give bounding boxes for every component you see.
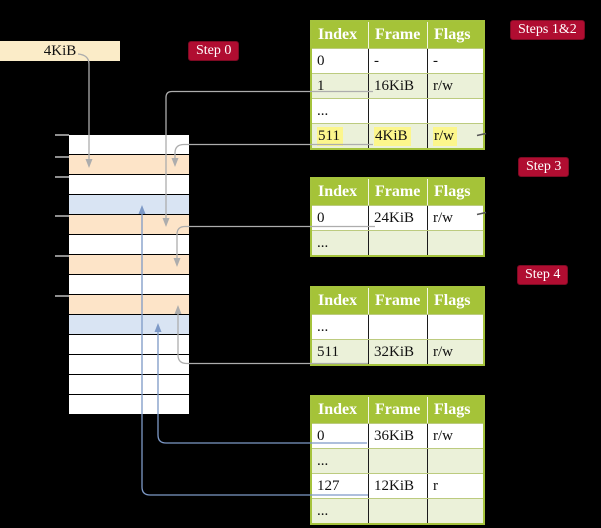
- table-row: 511 4KiB r/w: [312, 123, 483, 148]
- table-cell: 127: [317, 478, 340, 494]
- table-row: 0 --: [312, 48, 483, 73]
- column-header-frame: Frame: [368, 22, 427, 48]
- step-0-label: Step 0: [188, 41, 240, 61]
- physical-memory-column: [69, 135, 189, 415]
- column-header-frame: Frame: [368, 179, 427, 205]
- frame-4kib-box: 4KiB: [0, 41, 120, 61]
- table-cell: 12KiB: [368, 474, 427, 498]
- memory-frame-row-white: [69, 235, 189, 255]
- table-cell: ...: [317, 319, 329, 335]
- table-cell: -: [368, 49, 427, 73]
- table-cell: [368, 231, 427, 255]
- table-cell: [427, 499, 480, 523]
- table-cell: ...: [317, 103, 329, 119]
- table-cell: -: [427, 49, 480, 73]
- memory-frame-row-peach: [69, 155, 189, 175]
- table-cell: 24KiB: [368, 206, 427, 230]
- step-3-label: Step 3: [518, 157, 570, 177]
- column-header-frame: Frame: [368, 397, 427, 423]
- column-header-flags: Flags: [427, 22, 480, 48]
- table-cell: r/w: [427, 424, 480, 448]
- table-cell: r: [427, 474, 480, 498]
- table-row: ...: [312, 230, 483, 255]
- memory-tick-4kib: [55, 156, 69, 158]
- memory-tick-0kib: [55, 134, 69, 136]
- memory-frame-row-white: [69, 395, 189, 415]
- column-header-frame: Frame: [368, 288, 427, 314]
- table-cell: [368, 499, 427, 523]
- table-cell: 0: [317, 53, 325, 69]
- column-header-index: Index: [318, 401, 358, 418]
- table-cell: 32KiB: [368, 340, 427, 364]
- column-header-flags: Flags: [427, 288, 480, 314]
- memory-tick-32kib: [55, 295, 69, 297]
- table-cell: 1: [317, 78, 325, 94]
- table-cell: r/w: [427, 206, 480, 230]
- table-cell: 16KiB: [368, 74, 427, 98]
- table-cell: [368, 315, 427, 339]
- highlighted-entry-text: r/w: [433, 127, 457, 146]
- column-header-index: Index: [318, 183, 358, 200]
- memory-tick-24kib: [55, 255, 69, 257]
- table-row: ...: [312, 448, 483, 473]
- steps-1-2-label: Steps 1&2: [510, 20, 585, 40]
- memory-frame-row-white: [69, 335, 189, 355]
- table-cell: 0: [317, 428, 325, 444]
- table-row: ...: [312, 314, 483, 339]
- table-cell: r/w: [427, 340, 480, 364]
- memory-frame-row-peach: [69, 295, 189, 315]
- table-cell: r/w: [427, 124, 480, 148]
- memory-frame-row-blue: [69, 195, 189, 215]
- column-header-flags: Flags: [427, 179, 480, 205]
- memory-frame-row-peach: [69, 255, 189, 275]
- memory-frame-row-white: [69, 275, 189, 295]
- table-cell: [368, 99, 427, 123]
- table-cell: ...: [317, 235, 329, 251]
- table-cell: 511: [312, 124, 368, 148]
- table-cell: ...: [317, 503, 329, 519]
- memory-tick-8kib: [55, 176, 69, 178]
- table-cell: ...: [317, 453, 329, 469]
- table-row: ...: [312, 498, 483, 523]
- column-header-flags: Flags: [427, 397, 480, 423]
- memory-frame-row-peach: [69, 215, 189, 235]
- highlighted-entry-text: 4KiB: [374, 127, 411, 146]
- table-cell: [427, 315, 480, 339]
- table-cell: 511: [317, 344, 339, 360]
- table-row: ...: [312, 98, 483, 123]
- table-cell: 4KiB: [368, 124, 427, 148]
- table-cell: 36KiB: [368, 424, 427, 448]
- memory-frame-row-blue: [69, 315, 189, 335]
- table-cell: [368, 449, 427, 473]
- table-cell: 0: [317, 210, 325, 226]
- table-cell: [427, 449, 480, 473]
- memory-tick-16kib: [55, 215, 69, 217]
- table-cell: [427, 231, 480, 255]
- memory-frame-row-white: [69, 175, 189, 195]
- memory-frame-row-white: [69, 355, 189, 375]
- memory-frame-row-white: [69, 375, 189, 395]
- column-header-index: Index: [318, 26, 358, 43]
- memory-frame-row-white: [69, 135, 189, 155]
- column-header-index: Index: [318, 292, 358, 309]
- table-cell: r/w: [427, 74, 480, 98]
- table-cell: [427, 99, 480, 123]
- step-4-label: Step 4: [517, 265, 569, 285]
- highlighted-entry-text: 511: [317, 127, 343, 146]
